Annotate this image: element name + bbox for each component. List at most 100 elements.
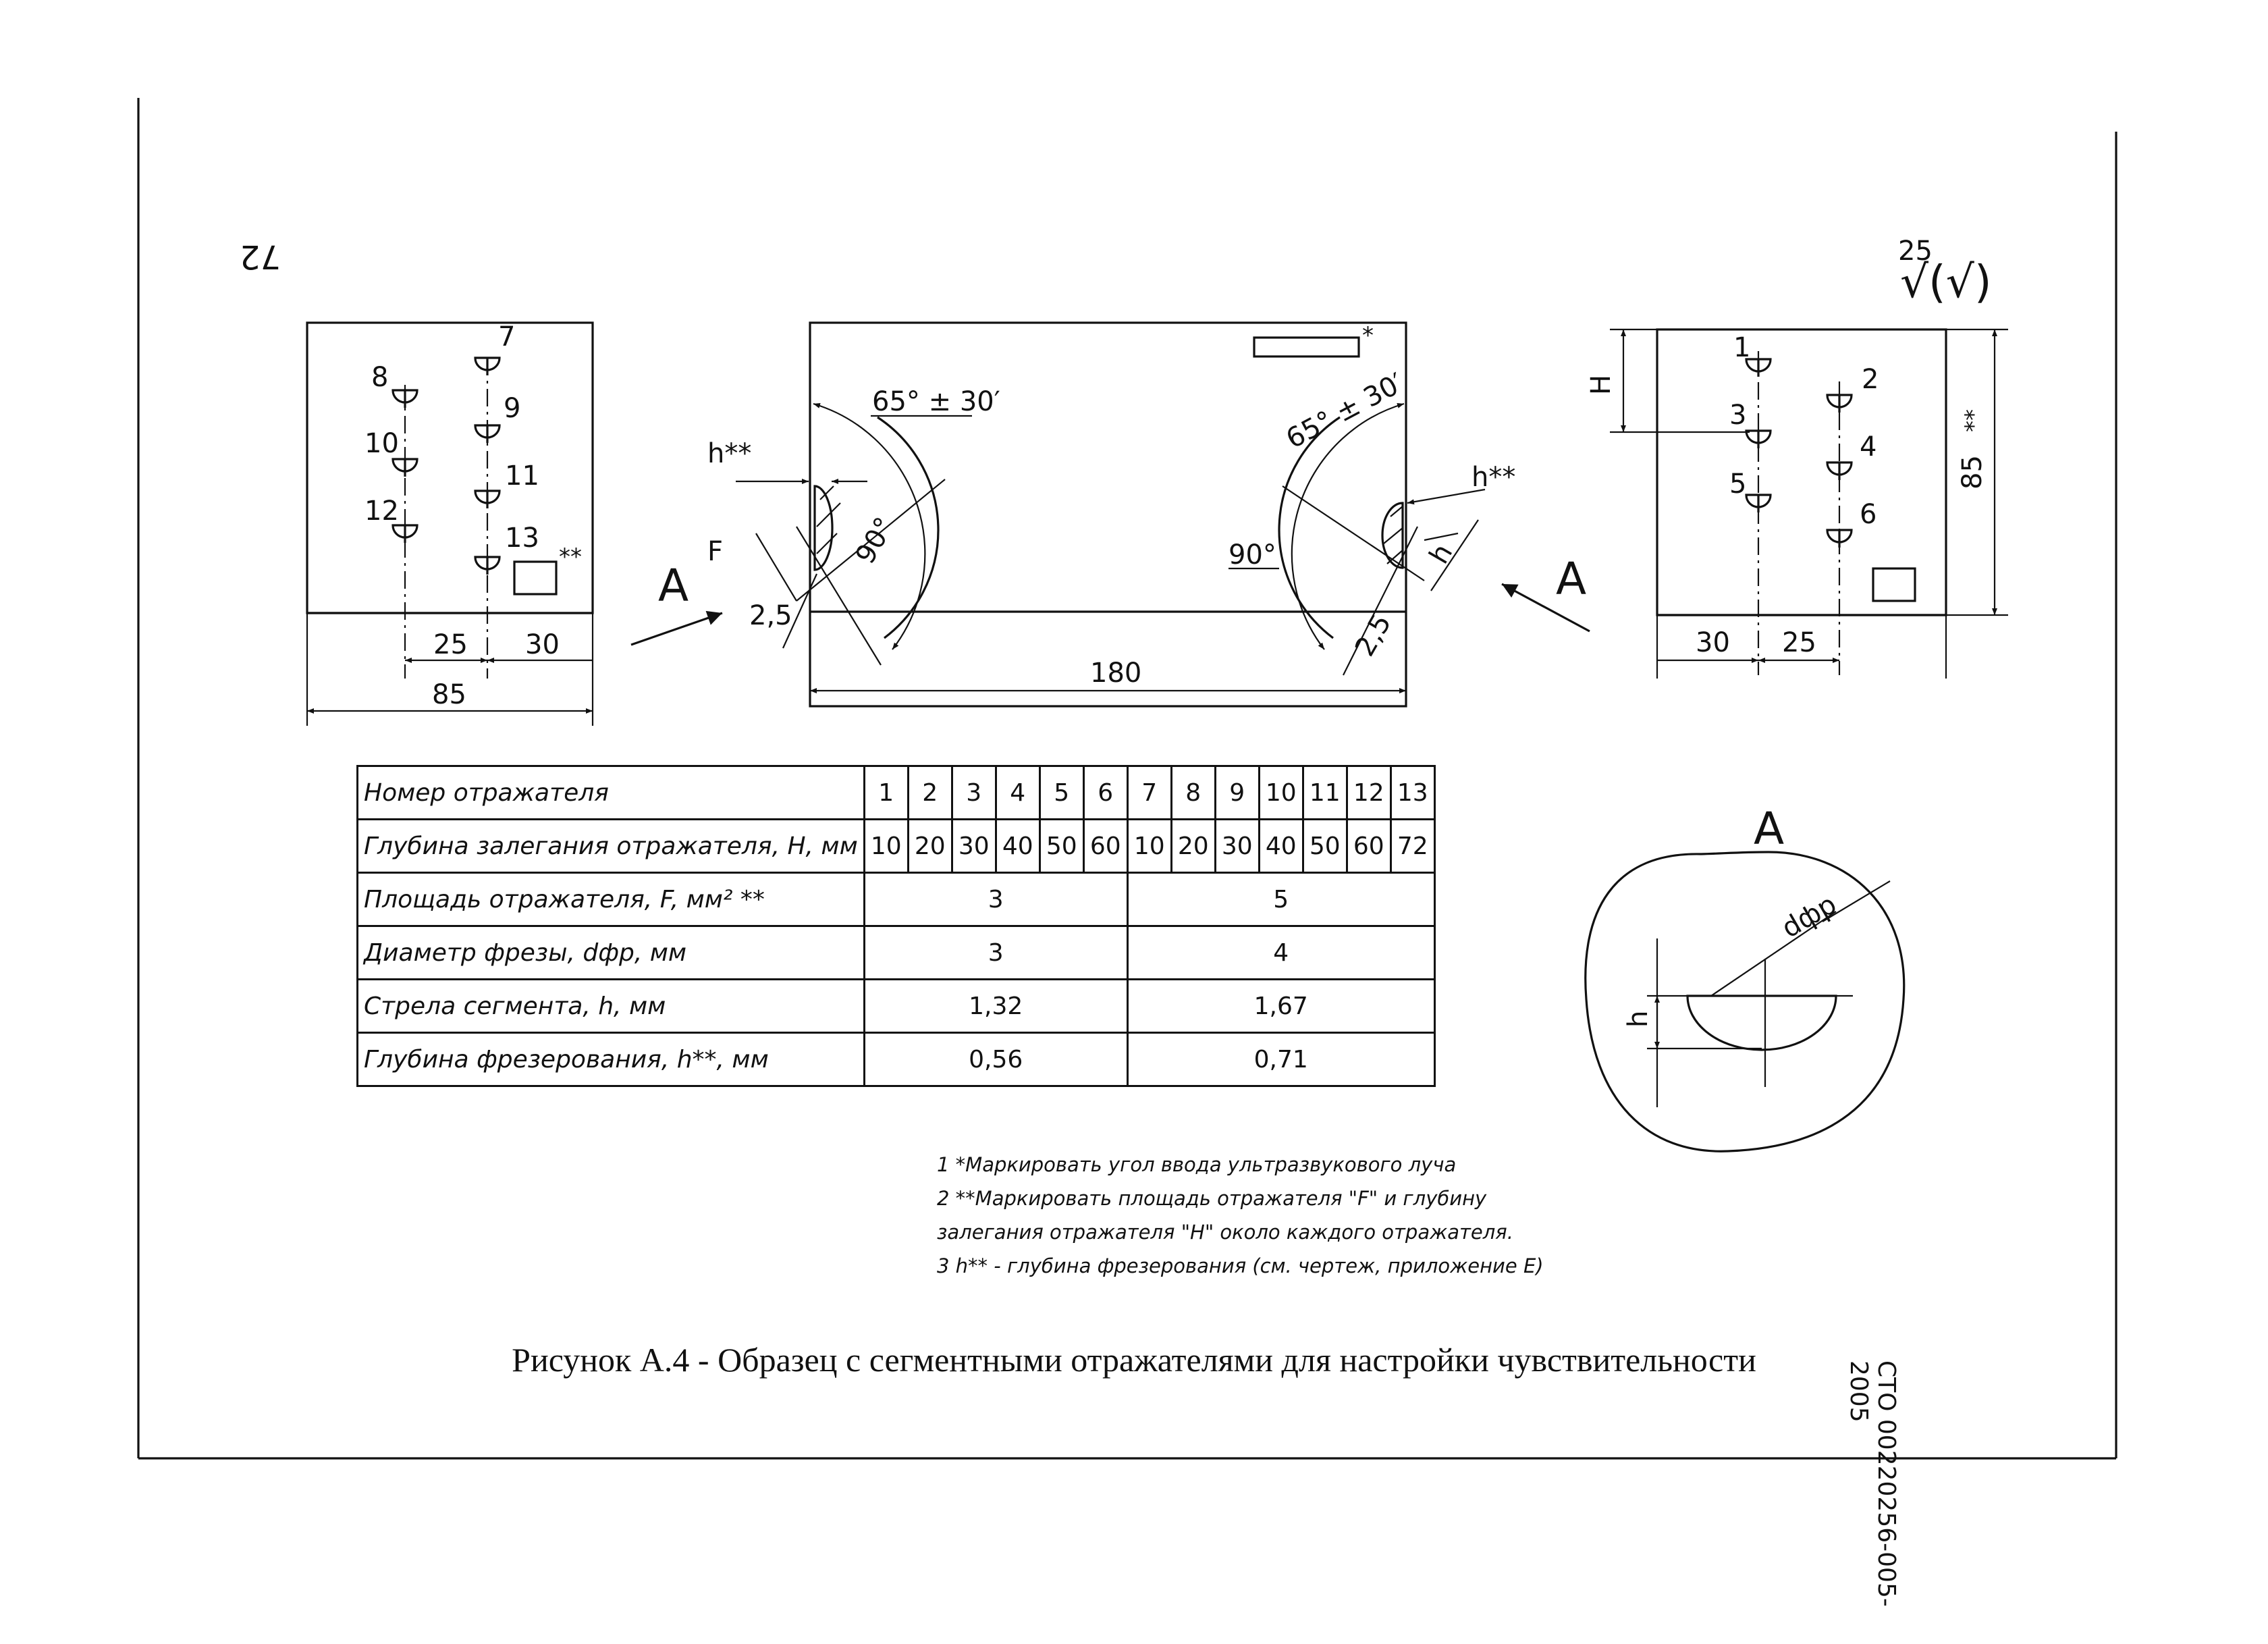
dim-85-right: 85 [1957, 455, 1988, 489]
row-label: Глубина фрезерования, h**, мм [356, 1032, 865, 1087]
table-cell: 12 [1345, 765, 1392, 820]
table-group-cell: 0,56 [863, 1032, 1129, 1087]
note-line: 2 **Маркировать площадь отражателя "F" и… [937, 1187, 1487, 1210]
reflector-label-9: 9 [504, 393, 520, 424]
table-cell: 11 [1301, 765, 1348, 820]
dim-25-front-left: 2,5 [749, 600, 792, 631]
table-cell: 50 [1038, 818, 1085, 874]
table-cell: 4 [994, 765, 1041, 820]
table-cell: 40 [994, 818, 1041, 874]
table-cell: 10 [1258, 765, 1304, 820]
reflector-label-8: 8 [371, 362, 388, 393]
h-star-label-right: h** [1472, 462, 1515, 493]
reflector-label-11: 11 [505, 460, 539, 492]
table-cell: 8 [1170, 765, 1216, 820]
reflector-label-10: 10 [364, 428, 399, 459]
table-cell: 7 [1126, 765, 1172, 820]
h-star-label-left: h** [707, 438, 751, 469]
table-row: Номер отражателя 1 2 3 4 5 6 7 8 9 10 11… [356, 765, 1436, 820]
reflector-symbols-right [1745, 358, 1853, 548]
reflector-label-3: 3 [1729, 400, 1746, 431]
page-number: 72 [240, 238, 281, 275]
detail-a-title: A [1754, 803, 1784, 855]
dim-30-left: 30 [525, 629, 560, 660]
drawing-notes: 1 *Маркировать угол ввода ультразвуковог… [937, 1148, 1544, 1283]
reflector-label-5: 5 [1729, 469, 1746, 500]
row-label: Стрела сегмента, h, мм [356, 978, 865, 1034]
figure-caption: Рисунок А.4 - Образец с сегментными отра… [512, 1341, 1756, 1379]
dim-180: 180 [1090, 658, 1141, 689]
table-row: Площадь отражателя, F, мм² ** 3 5 [356, 872, 1436, 927]
angle-label-right: 65° ± 30′ [1281, 367, 1409, 455]
angle-90-left: 90° [850, 512, 900, 569]
table-cell: 50 [1301, 818, 1348, 874]
reflector-symbols-left [392, 356, 501, 575]
note-line: залегания отражателя "H" около каждого о… [937, 1221, 1513, 1244]
table-cell: 20 [907, 818, 953, 874]
reflector-label-2: 2 [1862, 364, 1879, 395]
table-cell: 13 [1389, 765, 1436, 820]
marking-plate-note: * [1362, 322, 1374, 349]
table-cell: 30 [1214, 818, 1260, 874]
row-label: Площадь отражателя, F, мм² ** [356, 872, 865, 927]
dim-30-right: 30 [1696, 627, 1730, 658]
table-row: Глубина залегания отражателя, H, мм 10 2… [356, 818, 1436, 874]
table-cell: 72 [1389, 818, 1436, 874]
roughness-mark: 25 √(√) [1898, 236, 1992, 308]
table-cell: 60 [1082, 818, 1129, 874]
table-group-cell: 1,67 [1126, 978, 1436, 1034]
detail-d-label: dфр [1777, 889, 1842, 944]
table-cell: 5 [1038, 765, 1085, 820]
marking-box-left [513, 560, 558, 595]
table-group-cell: 3 [863, 925, 1129, 980]
table-cell: 1 [863, 765, 909, 820]
front-view: * 65° ± 30′ h** F 90° 2,5 A 65° ± 3 [630, 321, 1590, 708]
table-cell: 6 [1082, 765, 1129, 820]
reflector-label-13: 13 [505, 523, 539, 554]
page-frame [137, 98, 2117, 1460]
angle-label-left: 65° ± 30′ [872, 386, 1000, 417]
view-a-label-left: A [658, 560, 688, 612]
angle-90-right: 90° [1228, 539, 1276, 571]
table-group-cell: 5 [1126, 872, 1436, 927]
table-row: Диаметр фрезы, dфр, мм 3 4 [356, 925, 1436, 980]
table-cell: 30 [950, 818, 997, 874]
table-group-cell: 1,32 [863, 978, 1129, 1034]
dim-25-front-right: 2,5 [1349, 609, 1398, 662]
marking-plate [1253, 336, 1360, 358]
table-group-cell: 4 [1126, 925, 1436, 980]
table-cell: 20 [1170, 818, 1216, 874]
dim-25-left: 25 [433, 629, 468, 660]
reflector-parameters-table: Номер отражателя 1 2 3 4 5 6 7 8 9 10 11… [356, 765, 1436, 1087]
table-cell: 10 [863, 818, 909, 874]
reflector-label-7: 7 [498, 321, 515, 352]
f-label-left: F [707, 536, 723, 567]
row-label: Диаметр фрезы, dфр, мм [356, 925, 865, 980]
dim-h-label: H [1586, 375, 1617, 395]
dim-85-left: 85 [432, 679, 466, 710]
table-cell: 9 [1214, 765, 1260, 820]
dim-25-right: 25 [1782, 627, 1816, 658]
view-a-label-right: A [1556, 553, 1586, 605]
note-line: 1 *Маркировать угол ввода ультразвуковог… [937, 1153, 1457, 1176]
document-code: СТО 00220256-005-2005 [1845, 1360, 1900, 1607]
table-row: Стрела сегмента, h, мм 1,32 1,67 [356, 978, 1436, 1034]
table-cell: 2 [907, 765, 953, 820]
marking-box-right [1872, 567, 1916, 602]
table-group-cell: 0,71 [1126, 1032, 1436, 1087]
table-cell: 60 [1345, 818, 1392, 874]
marking-box-left-note: ** [559, 543, 582, 571]
row-label: Номер отражателя [356, 765, 865, 820]
table-cell: 10 [1126, 818, 1172, 874]
h-small-label-right: h [1424, 539, 1459, 569]
reflector-label-6: 6 [1860, 499, 1877, 530]
table-cell: 40 [1258, 818, 1304, 874]
table-group-cell: 3 [863, 872, 1129, 927]
table-row: Глубина фрезерования, h**, мм 0,56 0,71 [356, 1032, 1436, 1087]
dim-85-right-note: ** [1960, 409, 1987, 432]
roughness-value: 25 [1898, 236, 1933, 267]
row-label: Глубина залегания отражателя, H, мм [356, 818, 865, 874]
left-side-view: 7 8 9 10 11 12 13 ** 25 30 85 [306, 321, 594, 726]
detail-h-label: h [1623, 1011, 1654, 1028]
